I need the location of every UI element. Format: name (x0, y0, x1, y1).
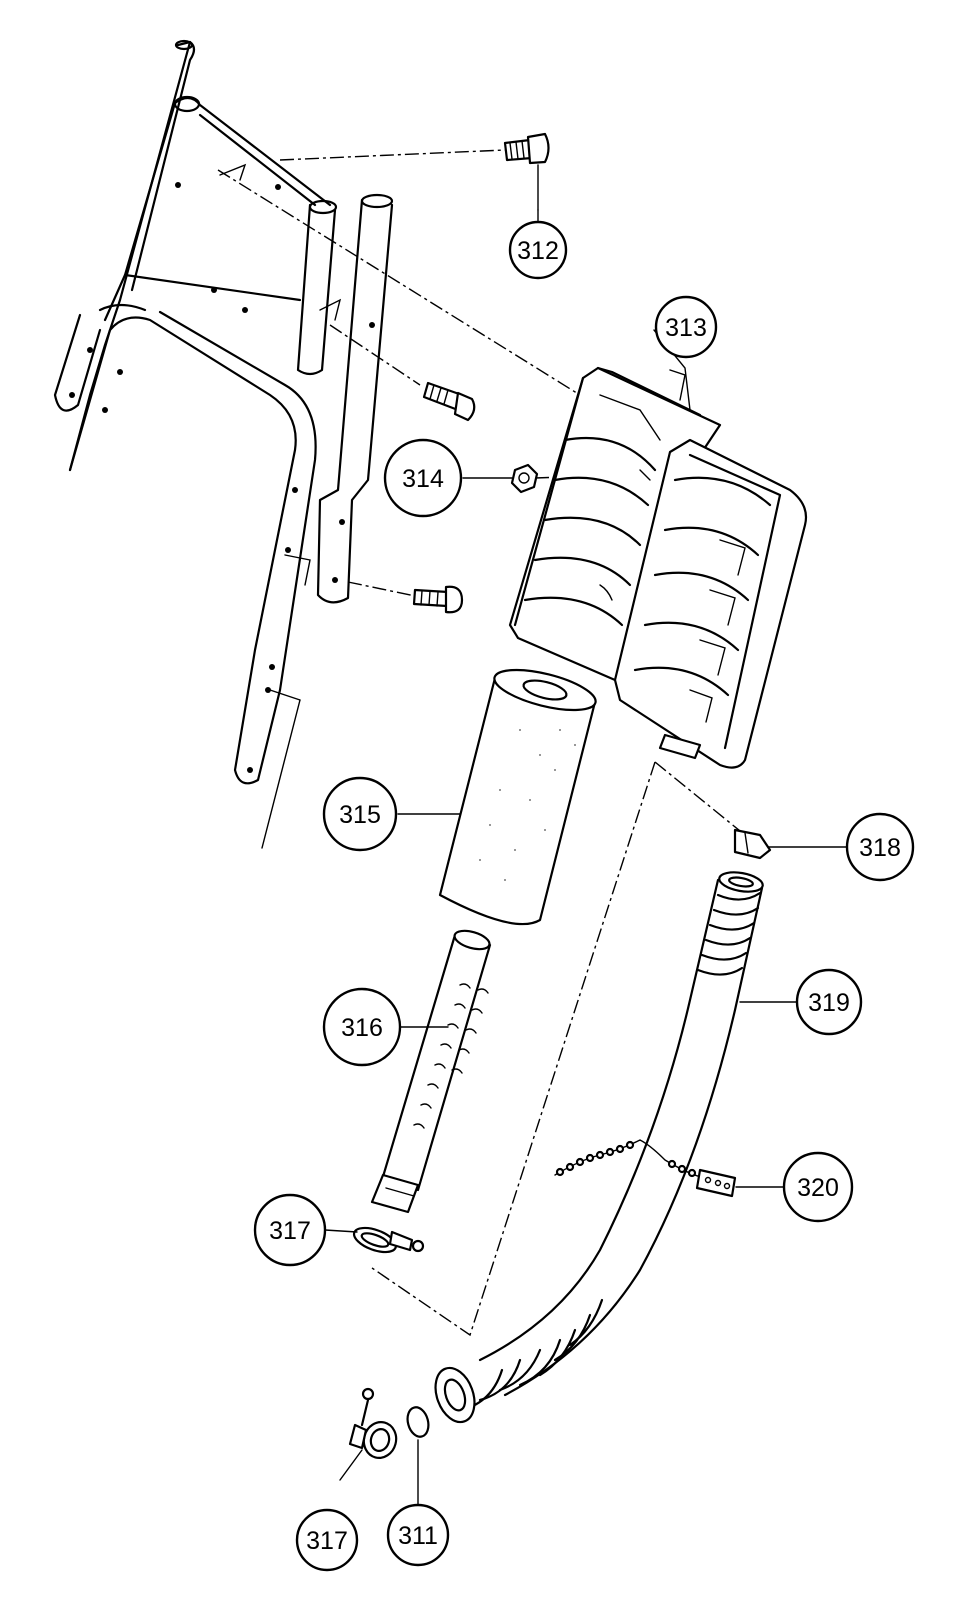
callout-320: 320 (782, 1151, 854, 1223)
o-ring-311 (406, 1406, 430, 1506)
callout-311-label: 311 (398, 1522, 438, 1550)
callout-313: 313 (654, 295, 718, 359)
filter-element-315 (438, 668, 597, 926)
hose-clamp-317-upper (352, 1226, 425, 1254)
callout-312-label: 312 (517, 237, 559, 265)
handle-frame (53, 39, 394, 849)
inner-tube-316 (370, 929, 492, 1214)
air-cleaner-case-313 (508, 366, 808, 769)
callout-314: 314 (383, 438, 463, 518)
callout-316: 316 (322, 987, 402, 1067)
bolt-lower (412, 585, 464, 614)
chain-320 (554, 1139, 737, 1198)
callout-311: 311 (386, 1503, 450, 1567)
nut-314 (510, 463, 539, 494)
callout-317-lower: 317 (295, 1508, 359, 1572)
callout-318-label: 318 (859, 834, 901, 862)
intake-hose-319 (434, 871, 764, 1424)
bolt-upper (422, 381, 476, 422)
clip-318 (733, 828, 772, 860)
callout-317-upper-label: 317 (269, 1217, 311, 1245)
callout-315-label: 315 (339, 801, 381, 829)
callout-316-label: 316 (341, 1014, 383, 1042)
callout-315: 315 (322, 776, 398, 852)
callout-318: 318 (845, 812, 915, 882)
callout-319: 319 (795, 968, 863, 1036)
callout-313-label: 313 (665, 314, 707, 342)
callout-317-lower-label: 317 (306, 1527, 348, 1555)
callout-317-upper: 317 (253, 1193, 327, 1267)
callout-319-label: 319 (808, 989, 850, 1017)
callout-320-label: 320 (797, 1174, 839, 1202)
callout-312: 312 (508, 220, 568, 280)
hose-clamp-317-lower (339, 1387, 398, 1481)
assembly-leader-lines (217, 149, 746, 1337)
bolt-312 (503, 132, 550, 211)
callout-314-label: 314 (402, 465, 444, 493)
